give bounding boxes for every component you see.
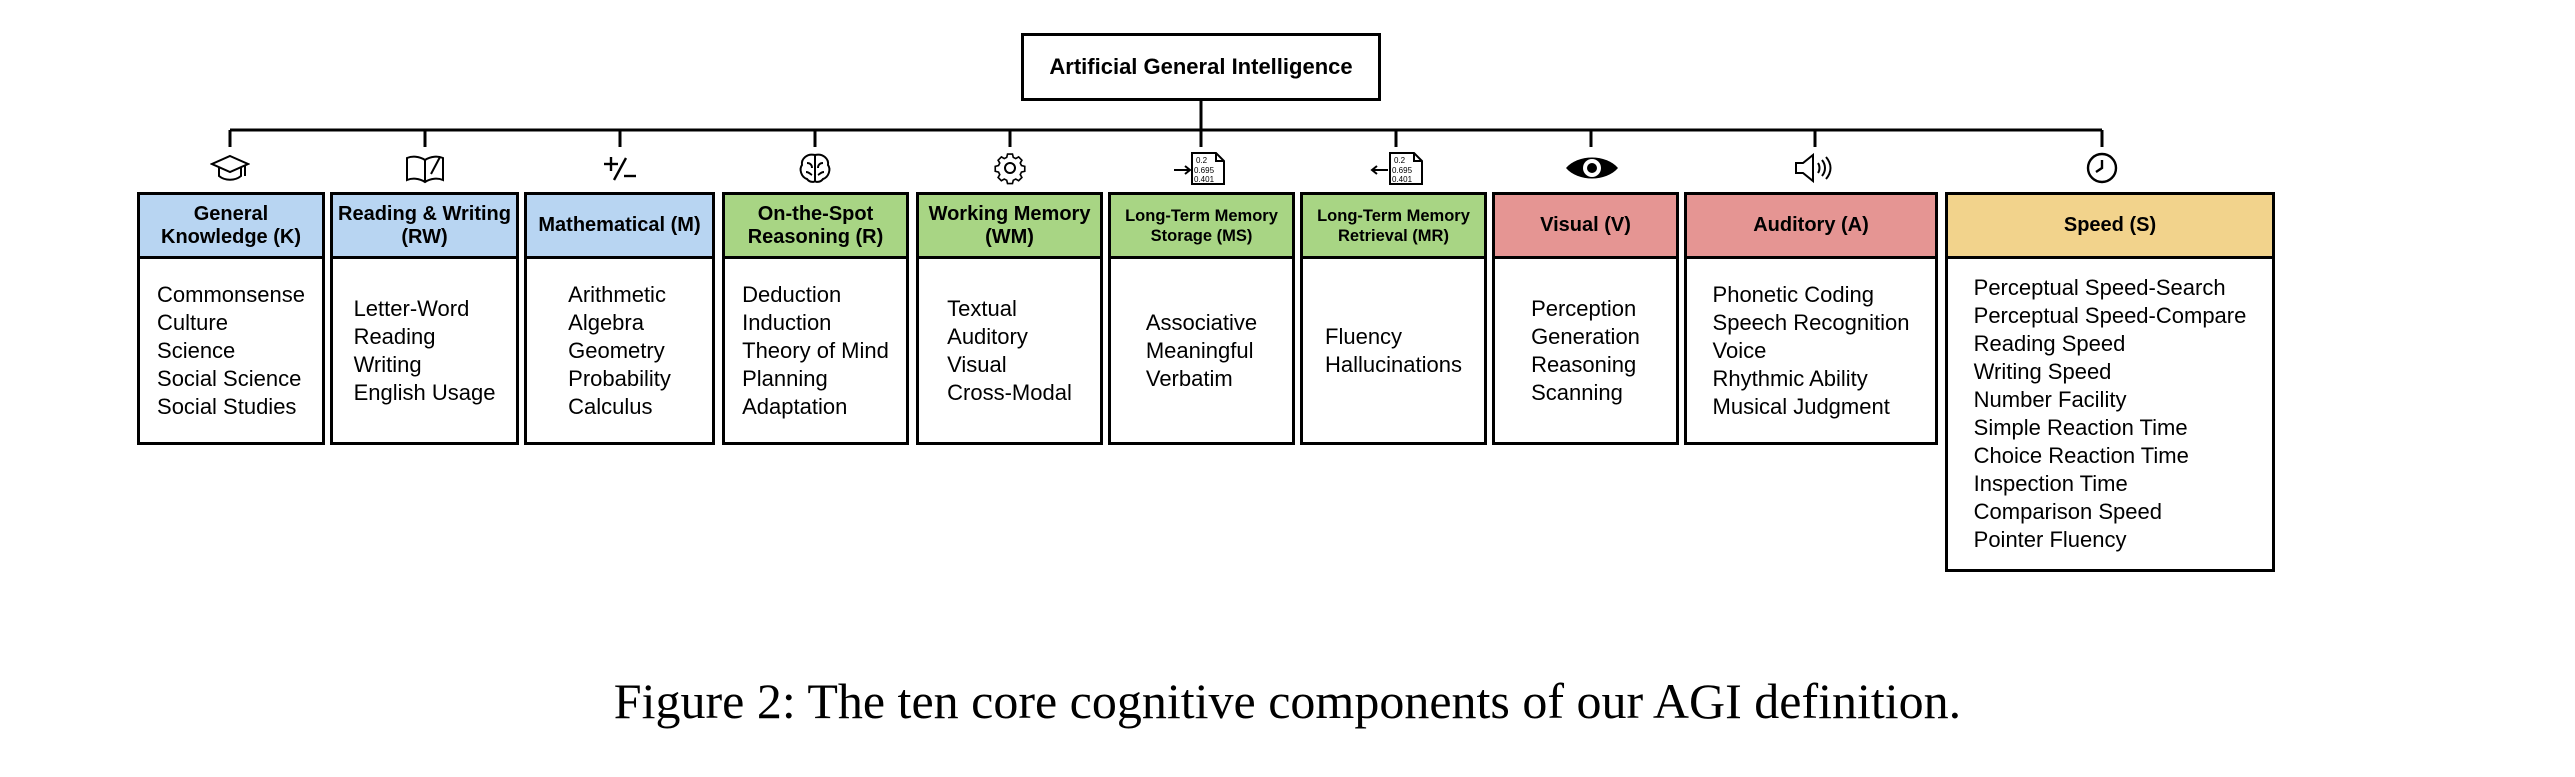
icon-text-1: 0.2 xyxy=(1196,156,1208,165)
list-item: Social Science xyxy=(157,365,302,391)
list-item: Associative xyxy=(1145,309,1258,335)
component-memory-retrieval: Long-Term Memory Retrieval (MR) Fluency … xyxy=(1300,192,1487,445)
list-item: Deduction xyxy=(742,281,842,307)
component-items: Associative Meaningful Verbatim xyxy=(1146,309,1257,393)
list-item: Perceptual Speed-Search xyxy=(1973,275,2226,300)
list-item: Adaptation xyxy=(742,393,848,419)
icon-text-3: 0.401 xyxy=(1194,175,1215,184)
component-header: General Knowledge (K) xyxy=(140,195,322,259)
component-reading-writing: Reading & Writing (RW) Letter-Word Readi… xyxy=(330,192,519,445)
component-speed: Speed (S) Perceptual Speed-Search Percep… xyxy=(1945,192,2275,572)
component-header: Long-Term Memory Storage (MS) xyxy=(1111,195,1292,259)
list-item: Voice xyxy=(1712,337,1767,363)
list-item: Theory of Mind xyxy=(742,337,889,363)
brain-icon xyxy=(793,150,837,186)
list-item: Speech Recognition xyxy=(1712,309,1910,335)
list-item: Reading xyxy=(353,323,436,349)
list-item: Verbatim xyxy=(1145,365,1233,391)
list-item: Simple Reaction Time xyxy=(1973,415,2188,440)
component-header: Mathematical (M) xyxy=(527,195,712,259)
component-visual: Visual (V) Perception Generation Reasoni… xyxy=(1492,192,1679,445)
list-item: Arithmetic xyxy=(568,281,666,307)
list-item: Textual xyxy=(947,295,1017,321)
component-items: Arithmetic Algebra Geometry Probability … xyxy=(568,281,671,421)
open-book-icon xyxy=(403,150,447,186)
list-item: Number Facility xyxy=(1973,387,2127,412)
icon-text-1: 0.2 xyxy=(1394,156,1406,165)
list-item: Scanning xyxy=(1531,379,1623,405)
list-item: Calculus xyxy=(568,393,653,419)
component-auditory: Auditory (A) Phonetic Coding Speech Reco… xyxy=(1684,192,1938,445)
list-item: Induction xyxy=(742,309,832,335)
list-item: Fluency xyxy=(1325,323,1403,349)
plus-minus-icon xyxy=(598,150,642,186)
list-item: Planning xyxy=(742,365,828,391)
list-item: Commonsense xyxy=(157,281,305,307)
list-item: Musical Judgment xyxy=(1712,393,1890,419)
component-mathematical: Mathematical (M) Arithmetic Algebra Geom… xyxy=(524,192,715,445)
list-item: Rhythmic Ability xyxy=(1712,365,1868,391)
list-item: Culture xyxy=(157,309,228,335)
list-item: Reasoning xyxy=(1531,351,1637,377)
list-item: Probability xyxy=(568,365,671,391)
list-item: Auditory xyxy=(947,323,1028,349)
list-item: Visual xyxy=(947,351,1007,377)
component-working-memory: Working Memory (WM) Textual Auditory Vis… xyxy=(916,192,1103,445)
component-general-knowledge: General Knowledge (K) Commonsense Cultur… xyxy=(137,192,325,445)
list-item: Perception xyxy=(1531,295,1637,321)
list-item: Writing xyxy=(353,351,422,377)
icon-text-2: 0.695 xyxy=(1194,166,1215,175)
list-item: Algebra xyxy=(568,309,644,335)
list-item: Science xyxy=(157,337,236,363)
eye-icon xyxy=(1564,150,1620,186)
list-item: Cross-Modal xyxy=(947,379,1072,405)
list-item: Phonetic Coding xyxy=(1712,281,1874,307)
list-item: Pointer Fluency xyxy=(1973,527,2127,552)
component-items: Fluency Hallucinations xyxy=(1325,323,1462,379)
root-label: Artificial General Intelligence xyxy=(1049,54,1353,79)
component-items: Deduction Induction Theory of Mind Plann… xyxy=(742,281,889,421)
icon-text-3: 0.401 xyxy=(1392,175,1413,184)
figure-caption: Figure 2: The ten core cognitive compone… xyxy=(613,673,1962,729)
list-item: Inspection Time xyxy=(1973,471,2128,496)
component-header: Long-Term Memory Retrieval (MR) xyxy=(1303,195,1484,259)
list-item: Writing Speed xyxy=(1973,359,2112,384)
memory-retrieve-icon: 0.2 0.695 0.401 xyxy=(1368,150,1426,186)
component-header: Visual (V) xyxy=(1495,195,1676,259)
component-items: Textual Auditory Visual Cross-Modal xyxy=(947,295,1072,407)
list-item: Generation xyxy=(1531,323,1640,349)
icon-text-2: 0.695 xyxy=(1392,166,1413,175)
component-header: Auditory (A) xyxy=(1687,195,1935,259)
list-item: Geometry xyxy=(568,337,665,363)
memory-store-icon: 0.2 0.695 0.401 xyxy=(1172,150,1230,186)
component-header: Working Memory (WM) xyxy=(919,195,1100,259)
root-node: Artificial General Intelligence xyxy=(1021,33,1381,101)
list-item: Reading Speed xyxy=(1973,331,2126,356)
list-item: Meaningful xyxy=(1145,337,1254,363)
speaker-icon xyxy=(1793,150,1837,186)
graduation-cap-icon xyxy=(208,150,252,186)
component-memory-storage: Long-Term Memory Storage (MS) Associativ… xyxy=(1108,192,1295,445)
component-header: Reading & Writing (RW) xyxy=(333,195,516,259)
list-item: Choice Reaction Time xyxy=(1973,443,2189,468)
list-item: Social Studies xyxy=(157,393,297,419)
component-items: Perceptual Speed-Search Perceptual Speed… xyxy=(1974,274,2247,554)
component-header: Speed (S) xyxy=(1948,195,2272,259)
component-items: Perception Generation Reasoning Scanning xyxy=(1531,295,1640,407)
list-item: English Usage xyxy=(353,379,496,405)
component-items: Phonetic Coding Speech Recognition Voice… xyxy=(1713,281,1910,421)
component-items: Letter-Word Reading Writing English Usag… xyxy=(354,295,496,407)
list-item: Letter-Word xyxy=(353,295,470,321)
component-reasoning: On-the-Spot Reasoning (R) Deduction Indu… xyxy=(722,192,909,445)
component-header: On-the-Spot Reasoning (R) xyxy=(725,195,906,259)
gear-icon xyxy=(988,150,1032,186)
list-item: Hallucinations xyxy=(1325,351,1462,377)
clock-icon xyxy=(2080,150,2124,186)
component-items: Commonsense Culture Science Social Scien… xyxy=(157,281,305,421)
list-item: Perceptual Speed-Compare xyxy=(1973,303,2247,328)
list-item: Comparison Speed xyxy=(1973,499,2162,524)
